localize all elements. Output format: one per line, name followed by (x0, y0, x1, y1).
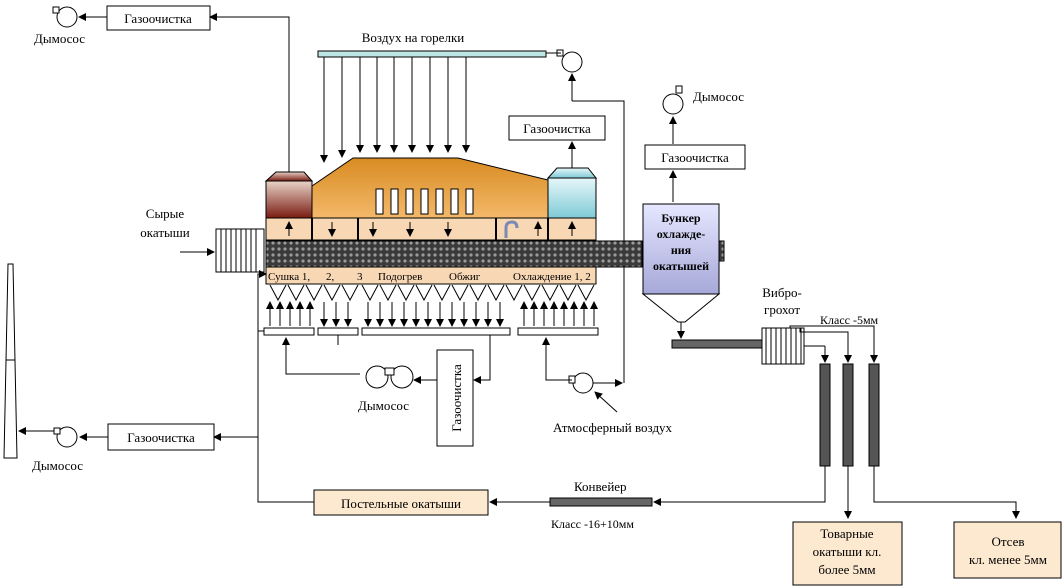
gas-cleaning-label-top-left: Газоочистка (124, 11, 192, 26)
zone-heating-label: Подогрев (378, 271, 422, 283)
gas-cleaning-box-middle (508, 115, 606, 141)
line-atm-air-in (594, 391, 618, 413)
line-collector3-to-gc-vertical (473, 335, 491, 384)
line-atm-fan-to-collector4 (542, 337, 572, 381)
gas-cleaning-label-bottom-left: Газоочистка (127, 430, 195, 445)
class-5mm-label: Класс -5мм (820, 313, 879, 327)
gas-cleaning-label-middle: Газоочистка (523, 121, 591, 136)
raw-pellets-label-2: окатыши (140, 225, 189, 240)
line-bed-pellets-return (257, 270, 314, 503)
atmospheric-air-label: Атмосферный воздух (553, 420, 673, 435)
lower-down-arrows (320, 302, 504, 327)
commercial-label-2: окатыши кл. (813, 544, 882, 559)
bunker-label-3: ния (671, 243, 692, 257)
line-cooling-air-riser (572, 100, 625, 383)
vibroscreen-lines (765, 328, 802, 364)
raw-pellets-label-1: Сырые (146, 206, 185, 221)
line-collector1-to-gc-bottom (213, 335, 259, 441)
collector-2 (317, 327, 359, 336)
lower-funnels (269, 284, 595, 302)
zone-drying-2-label: 2, (326, 271, 335, 283)
bed-pellets-label: Постельные окатыши (341, 496, 461, 511)
bunker-label-4: окатышей (653, 259, 709, 273)
recirculation-hook (504, 220, 519, 238)
firing-hood (311, 157, 549, 219)
feed-roller (215, 228, 265, 273)
upper-windbox-band (265, 217, 597, 241)
bunker-label-1: Бункер (661, 211, 700, 225)
bed-pellets-box (313, 489, 489, 516)
commercial-label-1: Товарные (820, 526, 873, 541)
smoke-exhauster-label-top-right: Дымосос (693, 89, 744, 104)
feed-roller-lines (220, 229, 257, 272)
line-chute3-to-screenings (873, 466, 1020, 519)
line-dry-hood-to-gc (209, 13, 290, 172)
gas-cleaning-box-top-left (106, 5, 211, 31)
screenings-label-2: кл. менее 5мм (969, 552, 1047, 567)
lower-up-arrows (266, 301, 598, 326)
vibroscreen-label-2: грохот (764, 302, 800, 317)
fan-top-right (662, 85, 684, 115)
zone-firing-label: Обжиг (449, 271, 481, 283)
line-screen-out-3 (789, 325, 878, 363)
chimney (3, 263, 18, 459)
fan-atmospheric (568, 372, 594, 394)
cooling-bunker (641, 203, 721, 323)
collector-3 (361, 327, 511, 336)
drying-hood (264, 171, 314, 219)
gas-cleaning-box-vertical (436, 349, 474, 447)
collector-4 (517, 327, 599, 336)
gas-cleaning-label-vertical: Газоочистка (449, 364, 464, 432)
zone-drying-label: Сушка 1, (268, 271, 310, 283)
line-chute1-to-conveyor (653, 466, 826, 506)
upper-band-dividers (311, 218, 549, 240)
smoke-exhauster-label-bottom-left: Дымосос (32, 458, 83, 473)
bunker-conveyor (671, 339, 763, 349)
line-exhauster-to-collector2 (282, 337, 360, 375)
bunker-label-2: охлажде- (657, 227, 706, 241)
smoke-exhauster-label-top-left: Дымосос (34, 31, 85, 46)
burner-slots (375, 188, 474, 215)
collector-1 (263, 327, 315, 336)
gas-cleaning-box-right (644, 144, 746, 170)
screenings-box (953, 521, 1062, 579)
burner-air-header (317, 50, 547, 58)
class-16-10-label: Класс -16+10мм (551, 517, 634, 531)
fan-bottom-left (53, 426, 78, 448)
chute-1 (819, 363, 831, 467)
line-screen-out-2 (799, 328, 852, 363)
pellet-bed (265, 240, 643, 268)
screenings-label-1: Отсев (991, 534, 1024, 549)
vibroscreen-label-1: Вибро- (762, 285, 802, 300)
chute-2 (842, 363, 854, 467)
vibroscreen (761, 327, 805, 365)
conveyor-label: Конвейер (574, 479, 627, 494)
chute-3 (868, 363, 880, 467)
commercial-label-3: более 5мм (818, 562, 875, 577)
cooling-hood (546, 167, 598, 219)
fan-bottom-middle (365, 365, 414, 389)
fan-top-left (52, 6, 78, 28)
smoke-exhauster-label-bottom-middle: Дымосос (358, 398, 409, 413)
air-to-burners-label: Воздух на горелки (362, 30, 464, 45)
bottom-conveyor (549, 497, 653, 507)
upper-band-arrows (285, 221, 576, 237)
zone-drying-3-label: 3 (357, 271, 363, 283)
gas-cleaning-label-right: Газоочистка (661, 150, 729, 165)
burner-air-drops (320, 57, 470, 163)
commercial-pellets-box (792, 521, 903, 586)
zone-cooling-label: Охлаждение 1, 2 (513, 271, 591, 283)
